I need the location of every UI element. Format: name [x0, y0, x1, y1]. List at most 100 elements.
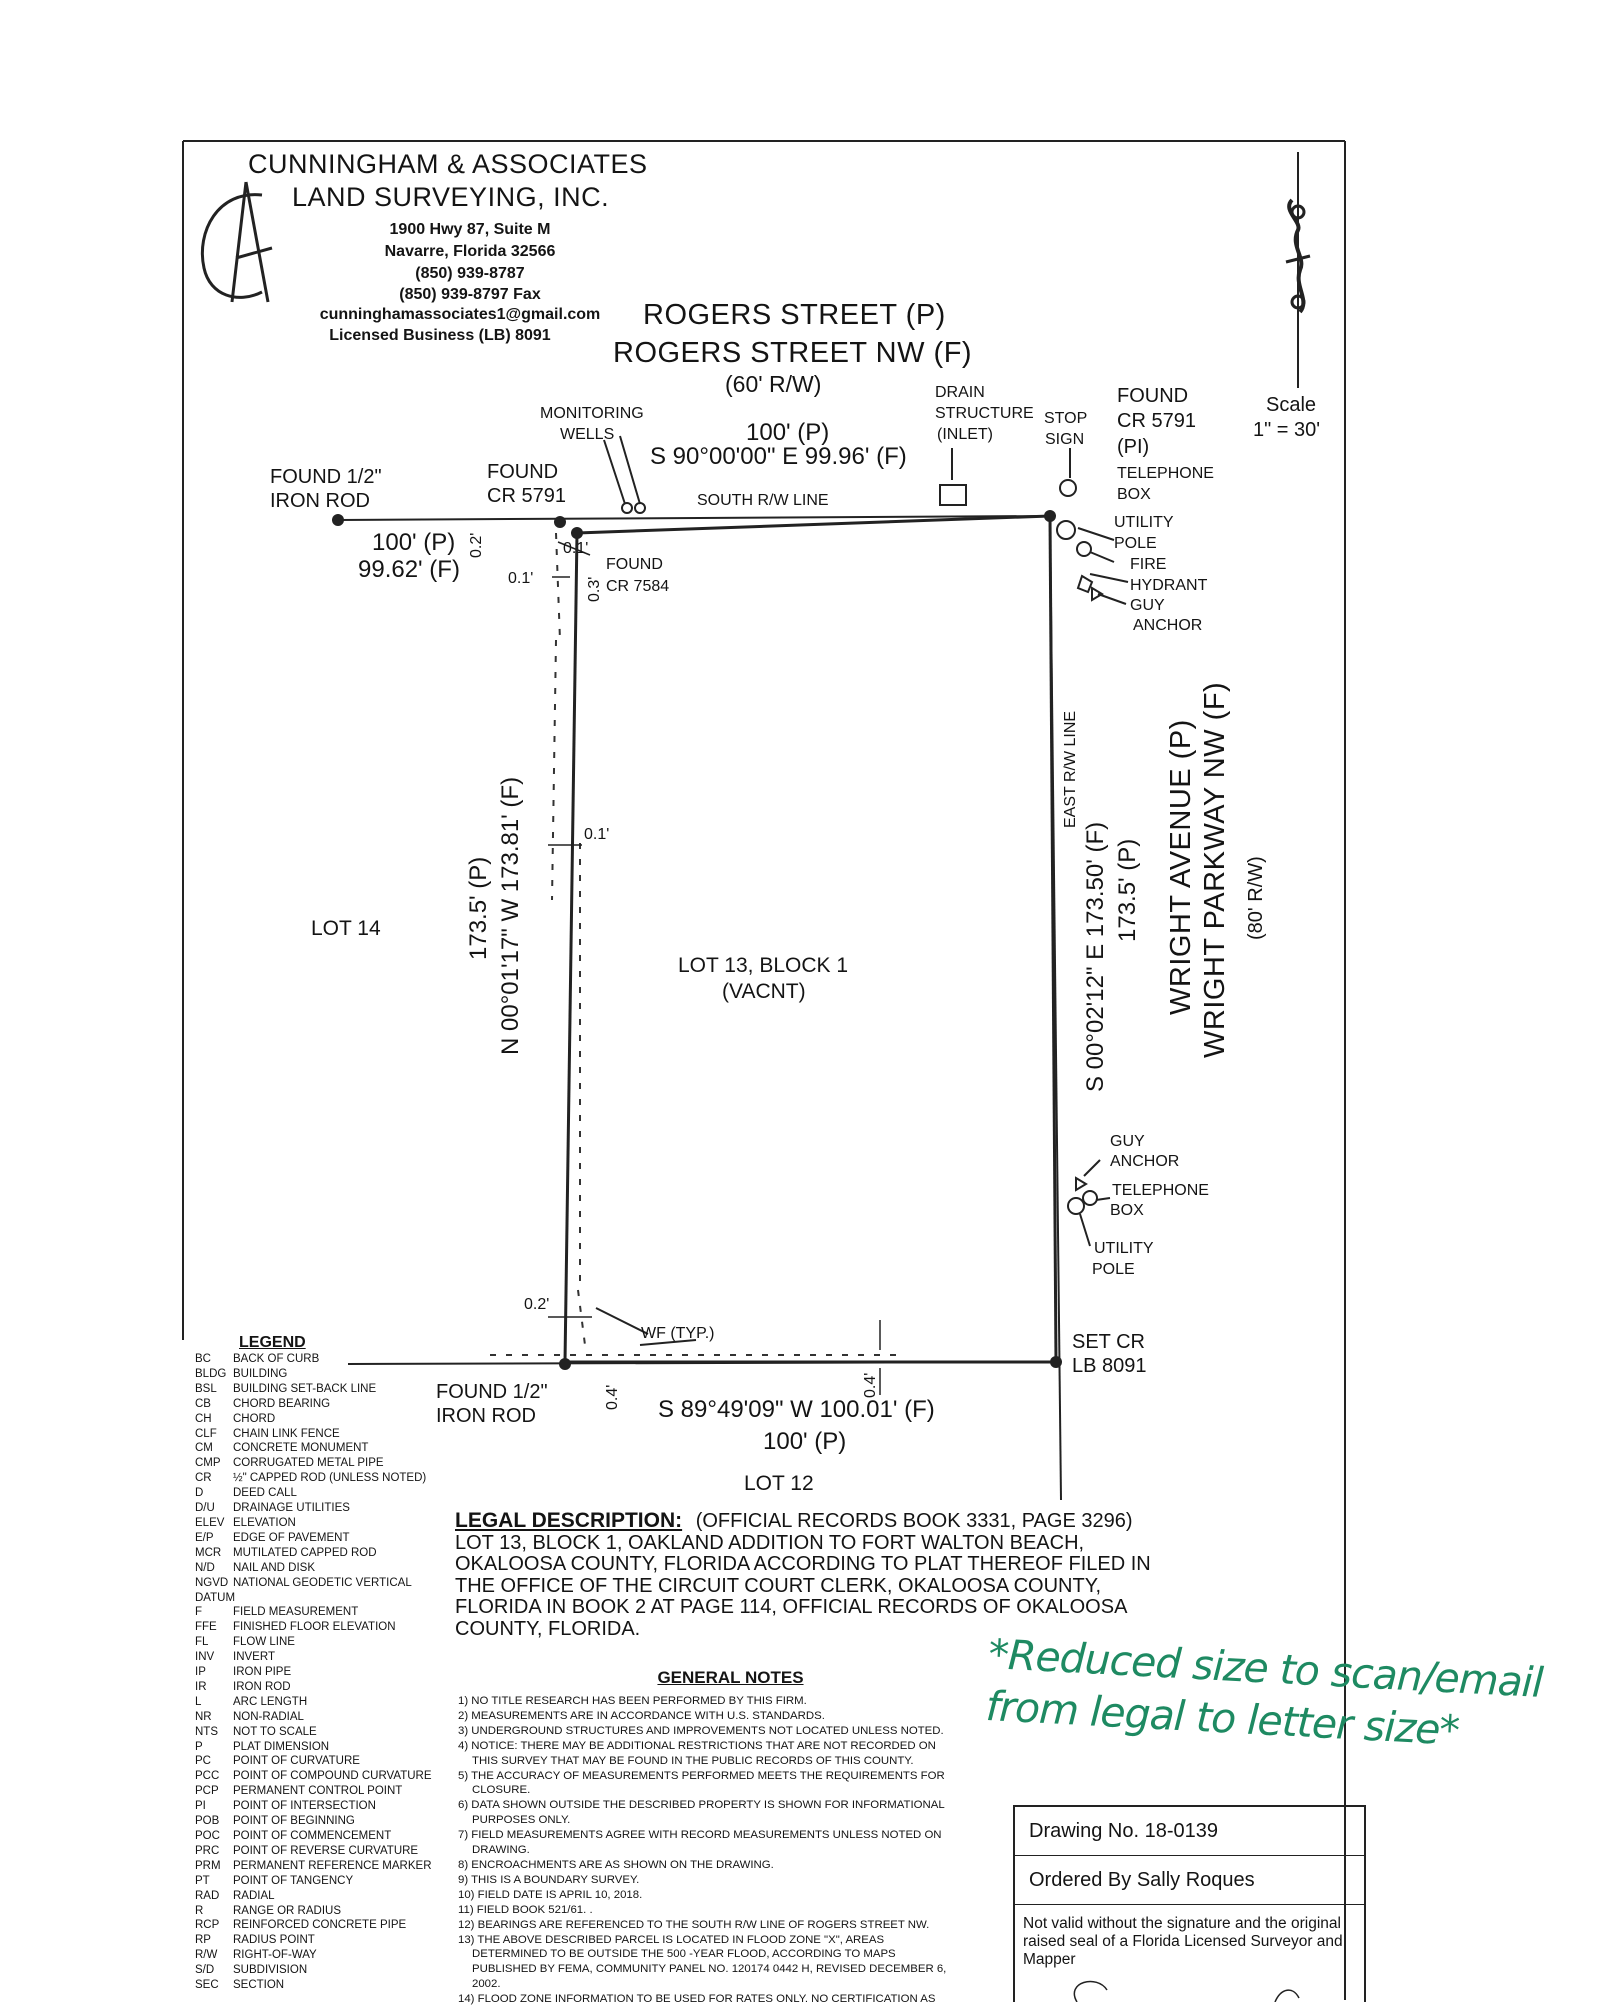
general-note: 6) DATA SHOWN OUTSIDE THE DESCRIBED PROP…: [458, 1798, 1003, 1828]
legal-line: FLORIDA IN BOOK 2 AT PAGE 114, OFFICIAL …: [455, 1596, 1128, 1618]
fire-hydrant-label-1: FIRE: [1130, 556, 1167, 573]
west-offset-plat: 100' (P): [372, 529, 456, 556]
general-note: 2) MEASUREMENTS ARE IN ACCORDANCE WITH U…: [458, 1709, 1003, 1724]
legend-meaning: DEED CALL: [233, 1487, 297, 1500]
legend-abbreviation: FL: [195, 1636, 209, 1649]
legend-abbreviation: PT: [195, 1874, 210, 1887]
legend-abbreviation: NTS: [195, 1725, 218, 1738]
set-cr-label-1: SET CR: [1072, 1331, 1145, 1353]
wright-parkway-rw: (80' R/W): [1245, 856, 1267, 940]
found-iron-rod-sw-label-2: IRON ROD: [436, 1405, 536, 1427]
general-notes-rows: 1) NO TITLE RESEARCH HAS BEEN PERFORMED …: [458, 1694, 1003, 2007]
telephone-box-s-label-1: TELEPHONE: [1112, 1182, 1209, 1199]
set-cr-point: [1050, 1356, 1062, 1368]
general-note: 3) UNDERGROUND STRUCTURES AND IMPROVEMEN…: [458, 1724, 1003, 1739]
legend-meaning: POINT OF TANGENCY: [233, 1874, 354, 1887]
wood-fence-label: WF (TYP.): [641, 1325, 715, 1342]
legend-abbreviation: L: [195, 1695, 202, 1708]
scale-label: Scale: [1266, 394, 1317, 416]
monitoring-well-icon: [621, 502, 633, 514]
east-line-field: S 00°02'12" E 173.50' (F): [1082, 821, 1109, 1092]
legend-item: D DEED CALL: [195, 1486, 450, 1501]
legend-meaning: SECTION: [233, 1979, 285, 1992]
guy-anchor-s-label-2: ANCHOR: [1110, 1153, 1180, 1170]
firm-logo: [200, 181, 273, 303]
legend-abbreviation: CLF: [195, 1427, 217, 1440]
legend-abbreviation: CM: [195, 1442, 213, 1455]
legend-abbreviation: RAD: [195, 1889, 220, 1902]
legend-meaning: FIELD MEASUREMENT: [233, 1606, 359, 1619]
legend-meaning: POINT OF INTERSECTION: [233, 1800, 376, 1813]
offset-02-nw: 0.2': [468, 532, 485, 558]
title-block: Drawing No. 18-0139 Ordered By Sally Roq…: [1013, 1805, 1366, 2002]
legend-meaning: BUILDING: [233, 1367, 288, 1380]
drain-label-3: (INLET): [937, 426, 993, 443]
general-note-text: 5) THE ACCURACY OF MEASUREMENTS PERFORME…: [458, 1769, 945, 1782]
rw-lines: [337, 515, 1062, 1501]
drain-inlet-icon: [939, 484, 967, 506]
found-cr5791-nw-label-2: CR 5791: [487, 485, 566, 507]
lot-13-boundary: [563, 514, 1058, 1364]
telephone-box-s-label-2: BOX: [1110, 1202, 1144, 1219]
monitoring-wells-label-2: WELLS: [560, 426, 615, 443]
general-note-text: 2) MEASUREMENTS ARE IN ACCORDANCE WITH U…: [458, 1709, 825, 1722]
legend-abbreviation: BSL: [195, 1382, 217, 1395]
found-iron-rod-sw-label-1: FOUND 1/2": [436, 1381, 548, 1403]
general-note: 13) THE ABOVE DESCRIBED PARCEL IS LOCATE…: [458, 1933, 1003, 1993]
site-features: [595, 435, 1129, 1346]
general-note-text: 4) NOTICE: THERE MAY BE ADDITIONAL RESTR…: [458, 1739, 936, 1752]
guy-anchor-n-label-2: ANCHOR: [1133, 617, 1203, 634]
legal-line: THE OFFICE OF THE CIRCUIT COURT CLERK, O…: [455, 1574, 1102, 1597]
guy-anchor-n-label-1: GUY: [1130, 597, 1165, 614]
legend-abbreviation: E/P: [195, 1531, 214, 1544]
legend-abbreviation: D: [195, 1487, 204, 1500]
legend-meaning: CORRUGATED METAL PIPE: [233, 1457, 384, 1470]
legend-item: F FIELD MEASUREMENT: [195, 1605, 450, 1620]
found-cr7584-point: [571, 527, 583, 539]
utility-pole-icon: [1067, 1197, 1085, 1215]
general-note: 12) BEARINGS ARE REFERENCED TO THE SOUTH…: [458, 1918, 1003, 1933]
legend-abbreviation: NR: [195, 1710, 212, 1723]
stop-sign-label-2: SIGN: [1045, 431, 1085, 448]
offset-ticks: [548, 541, 881, 1395]
firm-fax: (850) 939-8797 Fax: [399, 286, 541, 303]
legend-abbreviation: IP: [195, 1666, 206, 1679]
fire-hydrant-icon: [1076, 574, 1094, 594]
legend-meaning: NAIL AND DISK: [233, 1561, 316, 1574]
legal-line: COUNTY, FLORIDA.: [455, 1617, 641, 1640]
legend-abbreviation: NGVD: [195, 1576, 229, 1589]
legend-meaning: MUTILATED CAPPED ROD: [233, 1546, 377, 1559]
general-note: 5) THE ACCURACY OF MEASUREMENTS PERFORME…: [458, 1769, 1003, 1799]
found-cr7584-label-1: FOUND: [606, 556, 663, 573]
general-note-text: 6) DATA SHOWN OUTSIDE THE DESCRIBED PROP…: [458, 1799, 945, 1812]
firm-name-line1: CUNNINGHAM & ASSOCIATES: [248, 149, 648, 179]
utility-pole-s-label-1: UTILITY: [1094, 1240, 1154, 1257]
offset-02-sw: 0.2': [524, 1296, 550, 1313]
stop-sign-icon: [1059, 479, 1077, 497]
offset-01-cr7584: 0.1': [563, 540, 589, 557]
legend-abbreviation: F: [195, 1606, 203, 1619]
legend-abbreviation: RCP: [195, 1919, 220, 1932]
general-note-text: 1) NO TITLE RESEARCH HAS BEEN PERFORMED …: [458, 1695, 807, 1707]
general-note-text: 11) FIELD BOOK 521/61. .: [458, 1903, 593, 1916]
general-note-continuation: CLOSURE.: [472, 1784, 531, 1797]
legend-abbreviation: R/W: [195, 1949, 218, 1962]
legal-lines: LOT 13, BLOCK 1, OAKLAND ADDITION TO FOR…: [455, 1532, 1200, 1641]
east-rw-line-label: EAST R/W LINE: [1062, 710, 1079, 828]
general-note: 1) NO TITLE RESEARCH HAS BEEN PERFORMED …: [458, 1694, 1003, 1709]
legend-abbreviation: CB: [195, 1397, 211, 1410]
legend-meaning: ½" CAPPED ROD (UNLESS NOTED): [233, 1472, 427, 1485]
